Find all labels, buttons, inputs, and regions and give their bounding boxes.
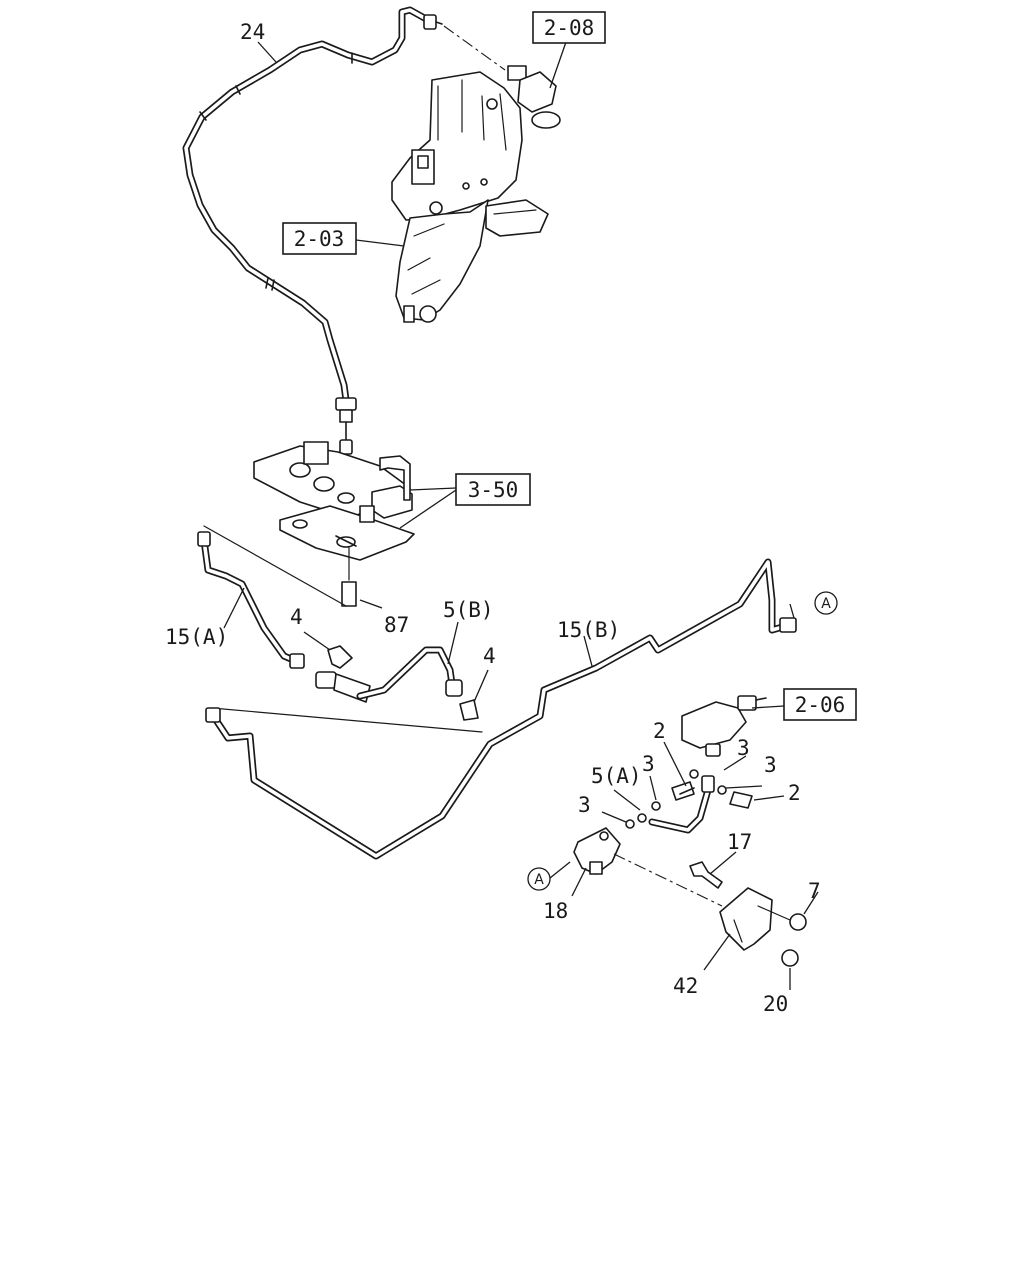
callout-3-a: 3 xyxy=(642,752,655,776)
ref-box-2-08-label: 2-08 xyxy=(544,16,595,40)
clip-4-right xyxy=(459,699,479,721)
leader-lines xyxy=(223,41,819,990)
callout-7: 7 xyxy=(808,879,821,903)
callout-5a: 5(A) xyxy=(591,764,642,788)
callout-87: 87 xyxy=(384,613,409,637)
pipe-15a xyxy=(197,531,479,721)
pipe-15b xyxy=(205,558,797,860)
dashed-connector-bottom xyxy=(613,853,723,907)
callout-15a: 15(A) xyxy=(165,625,228,649)
callout-labels: 24 15(A) 4 87 5(B) 4 15(B) 2 3 5(A) 3 3 … xyxy=(165,20,821,1016)
ref-box-2-08[interactable]: 2-08 xyxy=(532,11,606,44)
bracket-lower-plate xyxy=(279,505,415,561)
ref-box-2-06[interactable]: 2-06 xyxy=(783,688,857,721)
callout-17: 17 xyxy=(727,830,752,854)
master-cylinder xyxy=(517,71,557,113)
connector-mark-a-left-label: A xyxy=(534,872,544,888)
clutch-pedal-assembly xyxy=(391,65,561,323)
ref-box-2-03-label: 2-03 xyxy=(294,227,345,251)
callout-3-c: 3 xyxy=(737,736,750,760)
callout-3-d: 3 xyxy=(764,753,777,777)
guide-line-b xyxy=(211,707,483,733)
callout-42: 42 xyxy=(673,974,698,998)
clip-4-left xyxy=(327,645,353,669)
callout-3-b: 3 xyxy=(578,793,591,817)
dashed-connector-top xyxy=(443,25,506,71)
slave-cylinder-assembly xyxy=(625,695,767,834)
callout-5b: 5(B) xyxy=(443,598,494,622)
callout-15b: 15(B) xyxy=(557,618,620,642)
pedal-pad xyxy=(485,199,549,237)
ref-box-2-06-label: 2-06 xyxy=(795,693,846,717)
bracket-18-42 xyxy=(573,827,807,967)
nut-20 xyxy=(781,949,799,967)
bolt-17 xyxy=(689,861,723,889)
ref-box-3-50[interactable]: 3-50 xyxy=(455,473,531,506)
connector-mark-a-left: A xyxy=(527,867,551,891)
ref-box-3-50-label: 3-50 xyxy=(468,478,519,502)
pipe-fitting-top xyxy=(423,14,437,30)
bracket-42 xyxy=(719,887,773,951)
callout-4-right: 4 xyxy=(483,644,496,668)
slave-cylinder xyxy=(681,701,747,749)
callout-2-lower: 2 xyxy=(788,781,801,805)
guide-line-a xyxy=(203,525,347,607)
connector-mark-a-right: A xyxy=(814,591,838,615)
connector-mark-a-right-label: A xyxy=(821,596,831,612)
callout-2-upper: 2 xyxy=(653,719,666,743)
nut-87 xyxy=(341,581,357,607)
callout-4-left: 4 xyxy=(290,605,303,629)
pedal-arm xyxy=(395,199,489,321)
master-cylinder-rod xyxy=(507,65,527,81)
pedal-bracket xyxy=(391,71,523,221)
bracket-18 xyxy=(573,827,621,875)
nut-7 xyxy=(789,913,807,931)
pipe-24 xyxy=(182,6,443,404)
callout-18: 18 xyxy=(543,899,568,923)
callout-24: 24 xyxy=(240,20,265,44)
ref-box-2-03[interactable]: 2-03 xyxy=(282,222,357,255)
flex-hose-5b-end xyxy=(315,671,337,689)
bracket-assembly-3-50 xyxy=(253,397,457,607)
callout-20: 20 xyxy=(763,992,788,1016)
